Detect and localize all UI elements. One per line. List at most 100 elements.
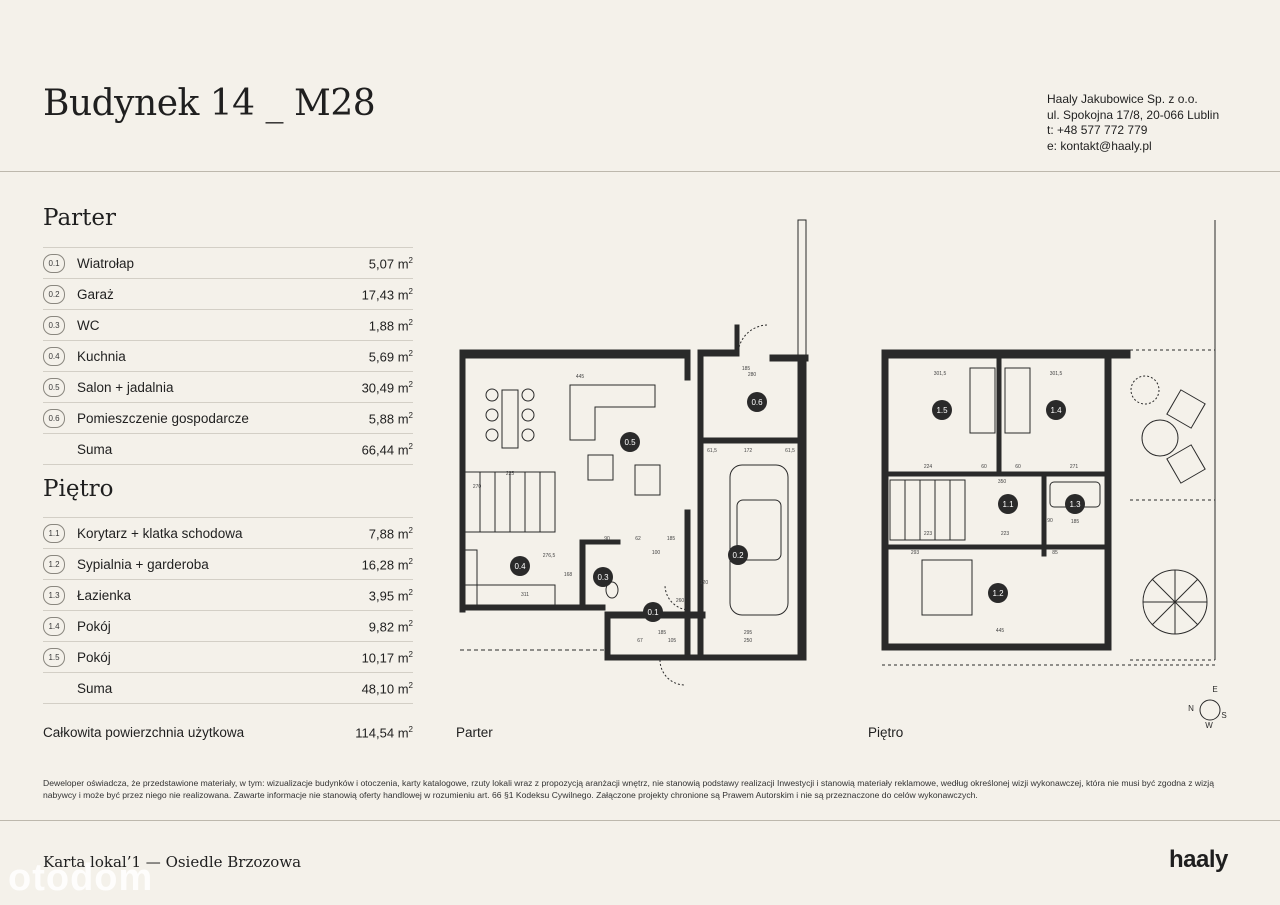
toilet: [605, 581, 619, 599]
room-row: 0.3 WC 1,88 m2: [43, 309, 413, 340]
header-divider: [0, 171, 1280, 172]
room-badge: [1065, 494, 1085, 514]
page-title: Budynek 14 _ M28: [43, 83, 376, 124]
wall: [996, 357, 1002, 473]
room-row: 1.5 Pokój 10,17 m2: [43, 641, 413, 672]
dimension-label: 105: [668, 638, 677, 644]
dimension-label: 301,5: [934, 371, 947, 377]
wall: [459, 349, 691, 359]
total-area: 114,54 m2: [355, 725, 413, 741]
room-number-badge: 0.6: [43, 409, 65, 428]
room-number-badge: 1.1: [43, 524, 65, 543]
disclaimer-text: Deweloper oświadcza, że przedstawione ma…: [43, 778, 1214, 800]
dimension-label: 225: [506, 471, 515, 477]
dimension-label: 311: [521, 592, 529, 598]
dimension-label: 260: [676, 598, 685, 604]
room-area: 30,49 m2: [361, 380, 413, 396]
wall: [579, 539, 621, 545]
room-area: 10,17 m2: [361, 650, 413, 666]
dimension-label: 185: [658, 630, 667, 636]
wall: [609, 654, 807, 661]
room-number-badge: 0.5: [43, 378, 65, 397]
wall: [579, 539, 586, 611]
dimension-label: 100: [652, 550, 661, 556]
room-name: Sypialnia + garderoba: [77, 557, 209, 572]
room-number-badge: 0.1: [43, 254, 65, 273]
total-area-row: Całkowita powierzchnia użytkowa 114,54 m…: [43, 725, 413, 740]
svg-text:0.3: 0.3: [597, 573, 609, 582]
sum-area: 66,44 m2: [361, 442, 413, 458]
dimension-label: 350: [998, 479, 1007, 485]
wall: [604, 611, 611, 661]
room-area: 1,88 m2: [368, 318, 413, 334]
parter-floor-plan: 0.5 0.4 0.3 0.1 0.2 0.6 445 185 280 172 …: [459, 219, 809, 686]
compass-icon: [1198, 699, 1222, 721]
room-badge: [998, 494, 1018, 514]
wall: [797, 354, 807, 661]
dimension-label: 67: [637, 638, 643, 644]
dimension-label: 61,5: [785, 448, 795, 454]
room-area: 9,82 m2: [368, 619, 413, 635]
dimension-label: 168: [564, 572, 573, 578]
dimension-label: 85: [1052, 550, 1058, 556]
armchair: [634, 464, 661, 496]
room-row: 0.6 Pomieszczenie gospodarcze 5,88 m2: [43, 402, 413, 433]
compass-label-n: N: [1188, 704, 1194, 713]
garden-chair: [1166, 389, 1206, 429]
dimension-label: 280: [748, 372, 757, 378]
dimension-label: 90: [604, 536, 610, 542]
room-badge: [728, 545, 748, 565]
sum-row: Suma 66,44 m2: [43, 433, 413, 465]
room-row: 0.1 Wiatrołap 5,07 m2: [43, 247, 413, 278]
wall: [697, 354, 704, 656]
room-area: 7,88 m2: [368, 526, 413, 542]
dimension-label: 120: [700, 580, 709, 586]
bed: [969, 367, 996, 434]
room-badge: [932, 400, 952, 420]
room-name: Pokój: [77, 650, 111, 665]
room-area: 16,28 m2: [361, 557, 413, 573]
dimension-label: 61,5: [707, 448, 717, 454]
wall: [887, 544, 1106, 550]
room-area: 5,07 m2: [368, 256, 413, 272]
total-label: Całkowita powierzchnia użytkowa: [43, 725, 245, 740]
wall: [887, 471, 1106, 477]
svg-text:0.1: 0.1: [647, 608, 659, 617]
dimension-label: 62: [635, 536, 641, 542]
room-row: 0.4 Kuchnia 5,69 m2: [43, 340, 413, 371]
room-badge: [510, 556, 530, 576]
haaly-logo: haaly: [1169, 846, 1228, 873]
pietro-title: Piętro: [43, 476, 114, 502]
dimension-label: 185: [742, 366, 751, 372]
dimension-label: 223: [924, 531, 933, 537]
dimension-label: 172: [744, 448, 753, 454]
dimension-label: 185: [667, 536, 676, 542]
dimension-label: 445: [576, 374, 585, 380]
room-name: Salon + jadalnia: [77, 380, 174, 395]
room-number-badge: 1.2: [43, 555, 65, 574]
company-phone[interactable]: t: +48 577 772 779: [1047, 123, 1148, 137]
svg-text:1.1: 1.1: [1002, 500, 1014, 509]
staircase: [889, 479, 966, 541]
dimension-label: 224: [924, 464, 933, 470]
dimension-label: 445: [996, 628, 1005, 634]
room-name: WC: [77, 318, 100, 333]
svg-text:0.2: 0.2: [732, 551, 744, 560]
bed: [921, 559, 973, 616]
sum-area: 48,10 m2: [361, 681, 413, 697]
room-area: 17,43 m2: [361, 287, 413, 303]
company-email[interactable]: e: kontakt@haaly.pl: [1047, 138, 1152, 153]
wall: [697, 349, 739, 357]
wall: [769, 354, 809, 362]
dining-table: [501, 389, 519, 449]
garden-chair: [1166, 444, 1206, 484]
room-row: 0.2 Garaż 17,43 m2: [43, 278, 413, 309]
coffee-table: [587, 454, 614, 481]
room-number-badge: 0.3: [43, 316, 65, 335]
plant: [1130, 375, 1160, 405]
wall: [684, 509, 691, 661]
room-badge: [620, 432, 640, 452]
dimension-label: 271: [1070, 464, 1079, 470]
svg-text:0.4: 0.4: [514, 562, 526, 571]
compass-label-s: S: [1221, 711, 1226, 720]
